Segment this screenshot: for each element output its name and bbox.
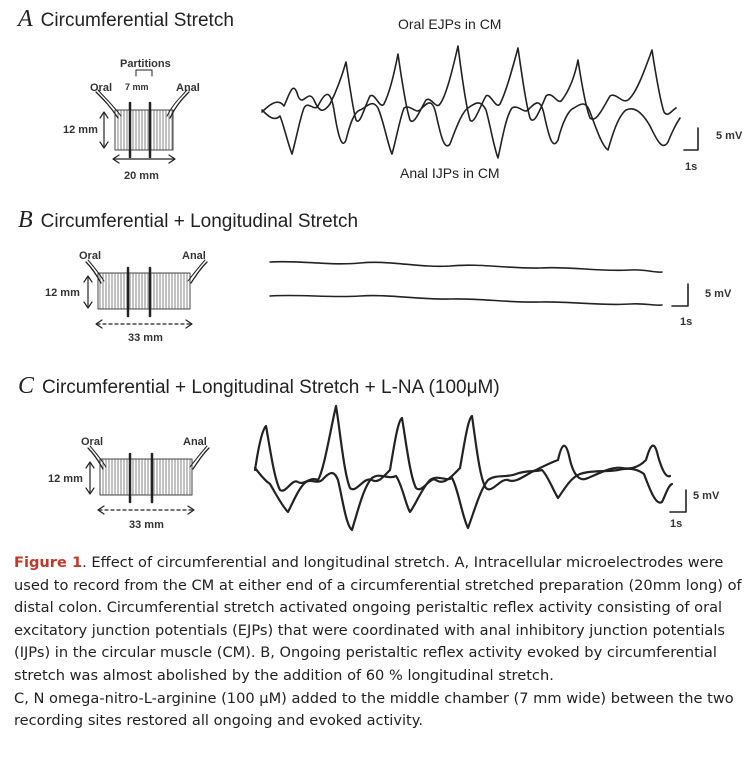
panel-a-title: A Circumferential Stretch — [18, 6, 234, 33]
figure-label: Figure 1 — [14, 554, 83, 571]
panel-a-scale-bar — [683, 127, 699, 151]
panel-a-anal-ijp-trace — [261, 93, 681, 159]
panel-b-title-text: Circumferential + Longitudinal Stretch — [40, 211, 359, 232]
panel-a-traces — [261, 45, 699, 159]
panel-a-anal-label: Anal — [176, 82, 200, 94]
panel-c-anal-label: Anal — [183, 436, 207, 448]
panel-c-oral-trace — [253, 404, 672, 492]
panel-b-schematic — [83, 259, 208, 329]
panel-c-title: C Circumferential + Longitudinal Stretch … — [18, 373, 500, 400]
panel-a-oral-trace-label: Oral EJPs in CM — [398, 16, 502, 32]
panel-c-traces — [253, 404, 687, 532]
panel-b-oral-trace — [269, 260, 663, 273]
panel-c-title-text: Circumferential + Longitudinal Stretch +… — [42, 377, 500, 398]
panel-a-title-text: Circumferential Stretch — [40, 10, 234, 31]
panel-b-traces — [269, 260, 689, 307]
panel-a-letter: A — [18, 6, 33, 32]
panel-a-scale-voltage: 5 mV — [716, 130, 743, 142]
panel-b-oral-label: Oral — [79, 250, 102, 262]
panel-c-height-label: 12 mm — [48, 473, 83, 485]
caption-paragraph-2: C, N omega-nitro-L-arginine (100 μM) add… — [14, 689, 734, 730]
panel-c-width-label: 33 mm — [129, 519, 164, 531]
panel-c-oral-label: Oral — [81, 436, 104, 448]
panel-a-partitions-label: Partitions — [120, 58, 171, 70]
panel-a-oral-ejp-trace — [261, 45, 677, 123]
panel-b-letter: B — [18, 207, 33, 233]
panel-c-schematic — [85, 445, 210, 515]
panel-a-anal-trace-label: Anal IJPs in CM — [400, 165, 500, 181]
panel-b-scale-voltage: 5 mV — [705, 288, 732, 300]
panel-c-letter: C — [18, 373, 35, 399]
panel-b-width-label: 33 mm — [128, 332, 163, 344]
panel-c-scale-voltage: 5 mV — [693, 490, 720, 502]
panel-b-scale-bar — [671, 283, 689, 307]
figure-caption: Figure 1. Effect of circumferential and … — [14, 552, 742, 733]
panel-c-scale-time: 1s — [670, 518, 683, 530]
panel-b-anal-label: Anal — [182, 250, 206, 262]
panel-a-width-label: 20 mm — [124, 170, 159, 182]
panel-b-height-label: 12 mm — [45, 287, 80, 299]
caption-paragraph-1: Figure 1. Effect of circumferential and … — [14, 552, 742, 688]
panel-c-anal-trace — [253, 466, 674, 532]
panel-b-anal-trace — [269, 294, 663, 307]
panel-b-scale-time: 1s — [680, 316, 693, 328]
panel-c-scale-bar — [669, 489, 687, 513]
panel-a-height-label: 12 mm — [63, 124, 98, 136]
panel-a-schematic — [95, 69, 190, 164]
panel-b-title: B Circumferential + Longitudinal Stretch — [18, 207, 358, 234]
panel-a-partition-width-label: 7 mm — [125, 82, 149, 92]
panel-a-oral-label: Oral — [90, 82, 113, 94]
caption-text-1: . Effect of circumferential and longitud… — [14, 554, 742, 684]
panel-a-scale-time: 1s — [685, 161, 698, 173]
figure-graphics — [83, 45, 699, 532]
